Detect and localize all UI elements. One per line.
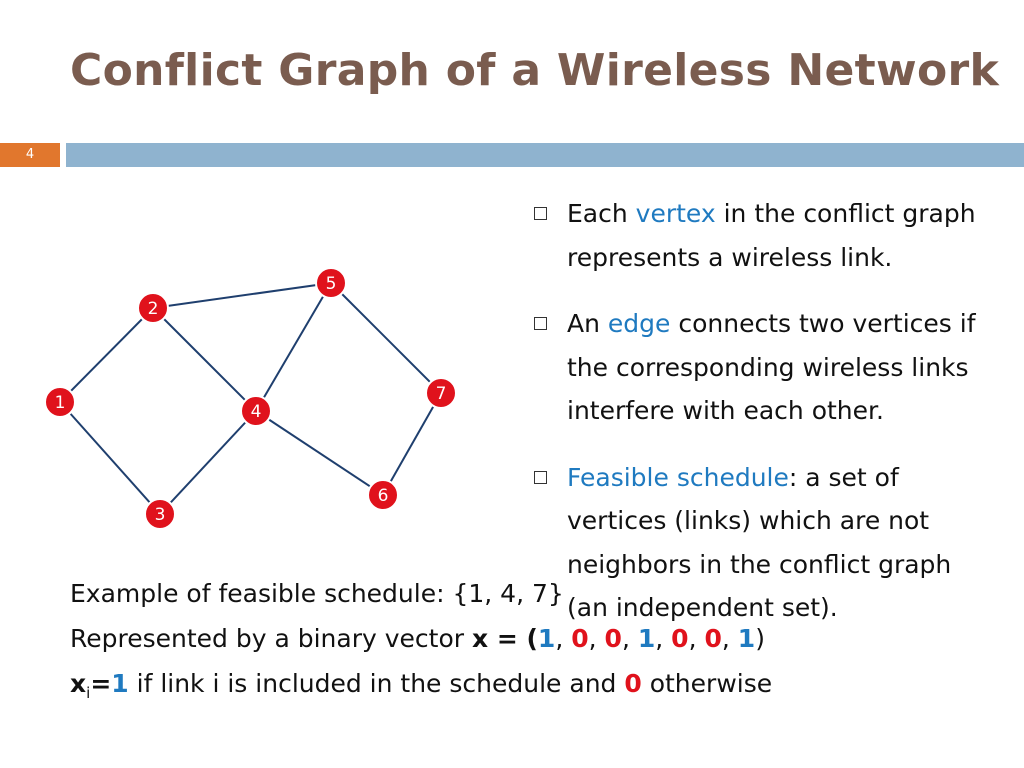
graph-node-5: 5	[315, 267, 347, 299]
graph-edge-3-4	[159, 410, 257, 515]
graph-node-7: 7	[425, 377, 457, 409]
graph-nodes: 1 2 3 4 5 6 7	[44, 267, 457, 530]
graph-edge-1-3	[59, 401, 161, 515]
graph-edge-4-6	[255, 410, 384, 496]
node-circle	[240, 395, 272, 427]
term-feasible-schedule: Feasible schedule	[567, 462, 789, 492]
example-text: Represented by a binary vector	[70, 624, 472, 653]
graph-edges	[59, 282, 442, 515]
vector-entry: 0	[571, 624, 589, 653]
bullet-list: Each vertex in the conflict graph repres…	[530, 192, 990, 653]
vector-entry: 0	[604, 624, 622, 653]
node-label: 1	[55, 393, 66, 413]
graph-node-6: 6	[367, 479, 399, 511]
example-line-3: xi=1 if link i is included in the schedu…	[70, 661, 970, 716]
bullet-text: : a set of vertices (links) which are no…	[567, 462, 952, 623]
term-edge: edge	[607, 309, 671, 338]
graph-node-2: 2	[137, 292, 169, 324]
term-vertex: vertex	[635, 199, 716, 228]
node-circle	[315, 267, 347, 299]
header-band	[66, 143, 1024, 167]
bullet-square-icon	[534, 470, 547, 484]
graph-edge-6-7	[382, 392, 442, 496]
slide-title: Conflict Graph of a Wireless Network	[70, 45, 1000, 96]
vector-entry: 0	[704, 624, 722, 653]
graph-edge-4-5	[255, 282, 332, 412]
bullet-vertex: Each vertex in the conflict graph repres…	[530, 192, 990, 279]
slide-number: 4	[0, 143, 60, 167]
bullet-feasible-schedule: Feasible schedule: a set of vertices (li…	[530, 456, 990, 630]
graph-node-1: 1	[44, 386, 76, 418]
graph-edge-1-2	[59, 307, 154, 403]
graph-edge-2-4	[152, 307, 257, 412]
vector-entry: 0	[671, 624, 689, 653]
indicator-variable: x	[70, 669, 87, 698]
example-text: if link i is included in the schedule an…	[128, 669, 625, 698]
example-block: Example of feasible schedule: {1, 4, 7} …	[70, 571, 970, 716]
indicator-equals: =	[90, 669, 112, 698]
vector-entry: 1	[637, 624, 656, 653]
graph-edge-2-5	[152, 282, 332, 309]
node-circle	[137, 292, 169, 324]
example-line-1: Example of feasible schedule: {1, 4, 7}	[70, 579, 564, 608]
graph-edge-5-7	[330, 282, 442, 394]
indicator-zero: 0	[624, 669, 642, 698]
graph-node-4: 4	[240, 395, 272, 427]
indicator-subscript: i	[86, 684, 91, 702]
node-label: 3	[155, 505, 166, 525]
vector-close: )	[755, 624, 765, 653]
example-text: otherwise	[641, 669, 773, 698]
node-circle	[44, 386, 76, 418]
node-label: 6	[378, 486, 389, 506]
bullet-edge: An edge connects two vertices if the cor…	[530, 302, 990, 433]
bullet-text: in the conflict graph represents a wirel…	[567, 199, 976, 272]
bullet-square-icon	[534, 317, 547, 330]
node-label: 7	[436, 384, 447, 404]
node-label: 4	[251, 402, 262, 422]
graph-node-3: 3	[144, 498, 176, 530]
node-circle	[367, 479, 399, 511]
vector-variable: x	[471, 624, 489, 653]
example-line-2: Represented by a binary vector x = (1, 0…	[70, 624, 765, 653]
node-label: 5	[326, 274, 337, 294]
vector-entry: 1	[537, 624, 556, 653]
node-circle	[144, 498, 176, 530]
node-label: 2	[148, 299, 159, 319]
bullet-text: Each	[567, 199, 636, 228]
bullet-text: connects two vertices if the correspondi…	[567, 309, 976, 425]
bullet-text: An	[567, 309, 608, 338]
bullet-square-icon	[534, 207, 547, 220]
node-circle	[425, 377, 457, 409]
vector-open: = (	[488, 624, 538, 653]
vector-entry: 1	[737, 624, 756, 653]
indicator-one: 1	[111, 669, 129, 698]
